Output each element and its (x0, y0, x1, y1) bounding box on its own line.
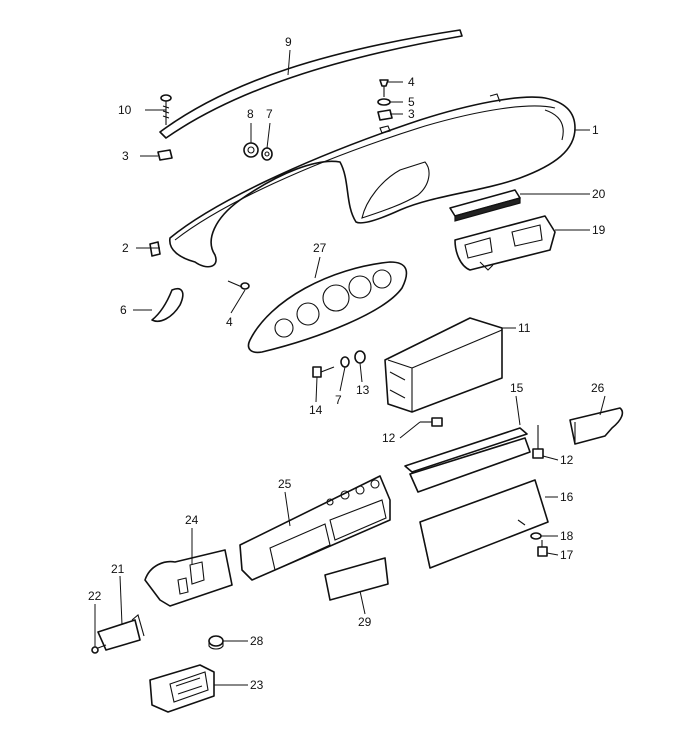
part-instrument-cluster (247, 261, 408, 354)
callout-6: 6 (120, 303, 127, 317)
part-switch-panel (144, 549, 233, 607)
callout-3-left: 3 (122, 149, 129, 163)
callout-19: 19 (592, 223, 606, 237)
part-screw-left (160, 94, 172, 125)
callout-28: 28 (250, 634, 264, 648)
part-glove-box (384, 317, 503, 413)
part-washer-18 (530, 532, 542, 540)
callout-10: 10 (118, 103, 132, 117)
callout-11: 11 (518, 321, 531, 335)
part-side-trim (569, 407, 624, 445)
callout-13: 13 (356, 383, 370, 397)
part-washer (377, 98, 391, 106)
part-vent-strip (449, 189, 521, 222)
part-bolt-14 (312, 366, 335, 378)
part-center-vent (454, 215, 556, 271)
callout-12-right: 12 (560, 453, 574, 467)
callout-27: 27 (313, 241, 327, 255)
callout-2: 2 (122, 241, 129, 255)
part-bracket (149, 241, 161, 257)
part-bolt-17 (537, 540, 548, 557)
callout-14: 14 (309, 403, 323, 417)
callout-16: 16 (560, 490, 574, 504)
part-trim-strip (159, 29, 463, 139)
callout-4-lower: 4 (226, 315, 233, 329)
part-clip-top (377, 109, 393, 134)
callout-29: 29 (358, 615, 372, 629)
callout-18: 18 (560, 529, 574, 543)
callout-15: 15 (510, 381, 524, 395)
part-dashboard-panel (169, 93, 576, 268)
part-washer-7 (261, 147, 273, 161)
leader-lines (94, 49, 606, 686)
callout-25: 25 (278, 477, 292, 491)
callout-26: 26 (591, 381, 605, 395)
callout-4-top: 4 (408, 75, 415, 89)
part-end-cap (151, 288, 184, 322)
part-glove-door (419, 479, 549, 569)
callout-7-mid: 7 (335, 393, 342, 407)
callout-24: 24 (185, 513, 199, 527)
part-side-vent (149, 664, 215, 713)
callout-9: 9 (285, 35, 292, 49)
callout-1: 1 (592, 123, 599, 137)
part-cover-panel (324, 557, 389, 601)
part-nut (243, 142, 259, 158)
callout-12-left: 12 (382, 431, 396, 445)
callout-20: 20 (592, 187, 606, 201)
part-screw-top (379, 79, 389, 97)
callout-7-top: 7 (266, 107, 273, 121)
callout-17: 17 (560, 548, 574, 562)
callout-22: 22 (88, 589, 102, 603)
part-lower-panel (239, 475, 391, 581)
callout-5: 5 (408, 95, 415, 109)
part-washer-7b (340, 356, 350, 368)
part-bolt-12a (420, 417, 443, 427)
part-screw-lower (227, 280, 250, 290)
callout-8: 8 (247, 107, 254, 121)
part-screw-22 (91, 644, 107, 654)
callout-21: 21 (111, 562, 125, 576)
part-glove-lid (404, 427, 531, 493)
callout-23: 23 (250, 678, 264, 692)
part-nut-13 (354, 350, 366, 364)
part-plug (208, 635, 224, 650)
part-bracket-plate (97, 614, 145, 651)
callout-3-top: 3 (408, 107, 415, 121)
part-bolt-12b (532, 425, 544, 459)
part-clip-left (157, 149, 173, 161)
